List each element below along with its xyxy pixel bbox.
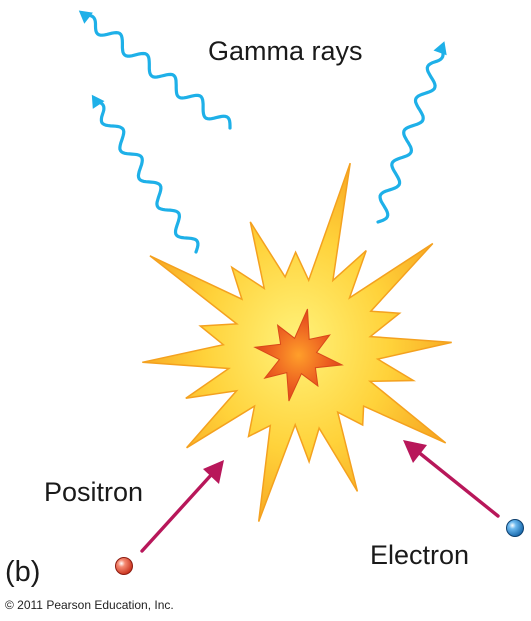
explosion-burst-icon — [142, 162, 452, 522]
gamma-rays-label: Gamma rays — [208, 36, 363, 66]
positron-track-arrow-icon — [140, 460, 224, 553]
gamma-rays-group — [78, 10, 447, 254]
gamma-ray-right-icon — [376, 41, 447, 224]
gamma-ray-left-bottom-icon — [91, 94, 200, 254]
burst-core-star — [253, 308, 344, 402]
electron-sphere-icon — [506, 519, 524, 537]
positron-sphere-icon — [115, 557, 133, 575]
electron-track-arrow-icon — [403, 440, 500, 518]
copyright-notice: © 2011 Pearson Education, Inc. — [5, 598, 174, 612]
panel-label: (b) — [5, 556, 41, 588]
gamma-ray-left-top-icon — [78, 10, 232, 130]
positron-label: Positron — [44, 477, 144, 507]
electron-label: Electron — [370, 540, 470, 570]
